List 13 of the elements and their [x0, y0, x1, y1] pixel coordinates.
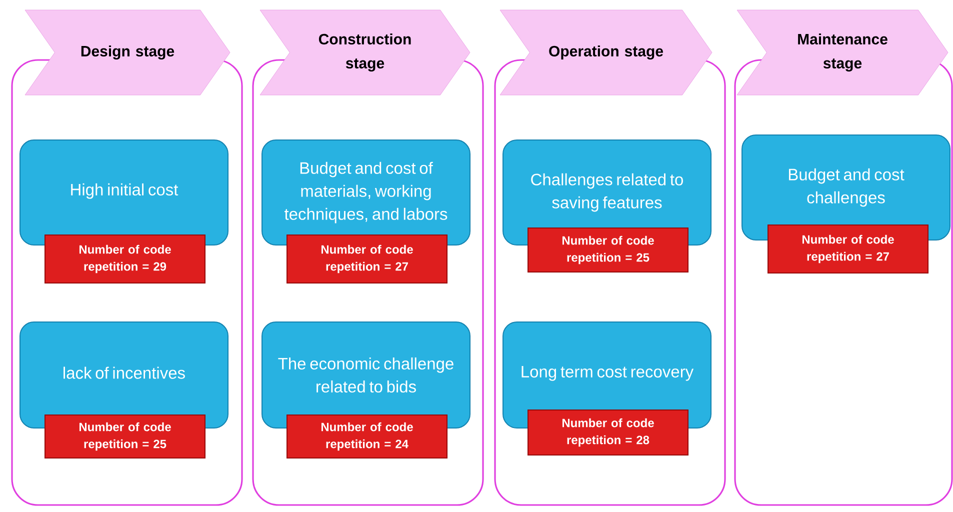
count-box: Number of code repetition = 29 [44, 234, 206, 284]
stage-heading: Operation stage [500, 10, 712, 96]
count-box: Number of code repetition = 25 [44, 414, 206, 458]
stage-heading: Maintenance stage [736, 10, 948, 96]
count-box: Number of code repetition = 28 [528, 410, 688, 456]
count-box: Number of code repetition = 25 [528, 228, 688, 272]
stage-heading: Construction stage [260, 10, 470, 96]
challenge-box: High initial cost [20, 140, 228, 246]
count-box: Number of code repetition = 27 [286, 234, 448, 284]
count-box: Number of code repetition = 24 [286, 414, 448, 458]
stage-heading: Design stage [24, 10, 230, 96]
challenge-box: Budget and cost of materials, working techniques, and labors [262, 140, 470, 246]
count-box: Number of code repetition = 27 [768, 224, 928, 274]
